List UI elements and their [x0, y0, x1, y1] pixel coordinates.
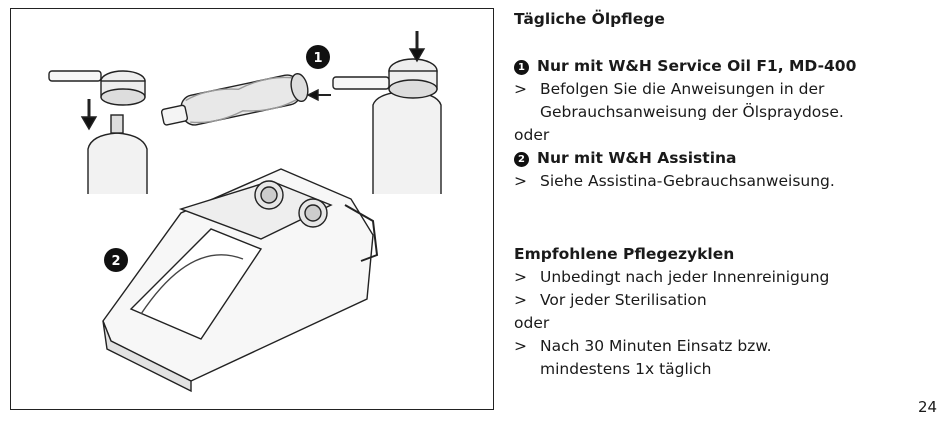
bullet-marker: > — [514, 80, 527, 98]
bullet-marker: > — [514, 172, 527, 190]
illustration-frame: 1 2 — [10, 8, 494, 410]
heading-care-cycles: Empfohlene Pflegezyklen — [514, 245, 735, 263]
assistina-handle — [344, 204, 379, 262]
step-1: 1 Nur mit W&H Service Oil F1, MD-400 — [514, 55, 856, 78]
cycle-item: > Unbedingt nach jeder Innenreinigung — [514, 266, 829, 289]
adapter-nozzle-right — [332, 76, 390, 90]
step-2-text: Nur mit W&H Assistina — [537, 149, 737, 167]
down-arrow-left — [80, 116, 98, 131]
step-2-bullet-text: Siehe Assistina-Gebrauchsanweisung. — [540, 172, 835, 190]
bullet-marker: > — [514, 291, 527, 309]
step-1-bullet-line-2: Gebrauchsanweisung der Ölspraydose. — [540, 103, 844, 121]
cycle-item: > Nach 30 Minuten Einsatz bzw. — [514, 335, 772, 358]
page-number: 24 — [918, 398, 938, 416]
spray-can-nozzle — [110, 114, 124, 134]
spray-can-right — [372, 90, 442, 194]
down-arrow-right — [408, 48, 426, 63]
contra-angle-handpiece — [160, 73, 309, 126]
step-1-bullet-line-1: Befolgen Sie die Anweisungen in der — [540, 80, 825, 98]
step-2: 2 Nur mit W&H Assistina — [514, 147, 737, 170]
cycle-item: > Vor jeder Sterilisation — [514, 289, 707, 312]
callout-1-circle — [306, 45, 330, 69]
callout-1-label: 1 — [313, 51, 322, 66]
or-separator-2: oder — [514, 314, 550, 332]
adapter-nozzle-left — [48, 70, 102, 82]
step-1-bullet: > Befolgen Sie die Anweisungen in der — [514, 78, 824, 101]
cycle-item-text: Unbedingt nach jeder Innenreinigung — [540, 268, 830, 286]
spray-can-left — [87, 132, 148, 194]
cycle-item-text: Vor jeder Sterilisation — [540, 291, 707, 309]
step-2-bullet: > Siehe Assistina-Gebrauchsanweisung. — [514, 170, 835, 193]
arrow-into-handpiece — [306, 88, 319, 102]
bullet-marker: > — [514, 337, 527, 355]
step-1-text: Nur mit W&H Service Oil F1, MD-400 — [537, 57, 857, 75]
bullet-marker: > — [514, 268, 527, 286]
step-1-number-icon: 1 — [514, 60, 529, 75]
callout-2-circle — [104, 248, 128, 272]
heading-daily-oil-care: Tägliche Ölpflege — [514, 10, 665, 28]
cycle-item-line-1: Nach 30 Minuten Einsatz bzw. — [540, 337, 772, 355]
or-separator-1: oder — [514, 126, 550, 144]
callout-2-label: 2 — [111, 254, 120, 269]
step-2-number-icon: 2 — [514, 152, 529, 167]
cycle-item-line-2: mindestens 1x täglich — [540, 360, 712, 378]
oil-care-illustration: 1 2 — [48, 31, 442, 393]
